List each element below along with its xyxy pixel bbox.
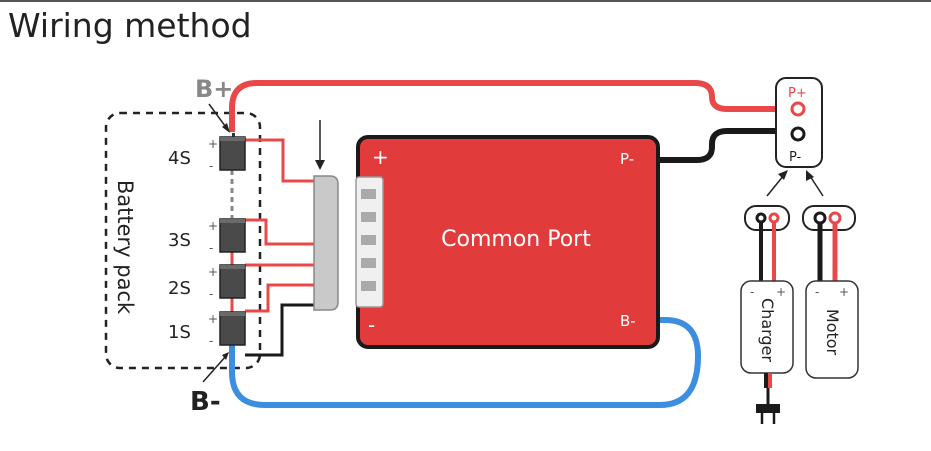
cell-2s-plus: +: [208, 265, 218, 279]
cell-1s-minus: -: [209, 334, 213, 348]
cell-label-1s: 1S: [168, 322, 191, 343]
port-p-plus: P+: [788, 86, 807, 101]
cell-4s-plus: +: [208, 137, 218, 151]
black-wire-pminus: [658, 128, 795, 163]
charger-label: Charger: [758, 298, 777, 362]
red-wire-bplus: [229, 80, 795, 132]
battery-pack-frame: [104, 111, 262, 370]
board-minus: -: [368, 313, 375, 337]
port-p-minus-terminal: [790, 126, 806, 142]
board-label: Common Port: [441, 227, 591, 252]
board-p-minus: P-: [620, 150, 634, 168]
charger-minus: -: [750, 285, 754, 299]
board-plus: +: [372, 145, 389, 169]
output-port: [775, 77, 823, 168]
cell-3s: [219, 218, 246, 253]
socket-pin-2: [361, 212, 376, 222]
cell-1s: [219, 311, 246, 346]
port-p-plus-terminal: [790, 101, 806, 117]
port-p-minus: P-: [789, 150, 802, 165]
cell-label-4s: 4S: [168, 148, 191, 169]
cell-1s-plus: +: [208, 312, 218, 326]
motor-plus: +: [839, 285, 849, 299]
b-minus-pointer: [202, 355, 227, 383]
socket-pin-1: [361, 189, 376, 199]
cell-4s-minus: -: [209, 159, 213, 173]
motor-arrow-line: [809, 175, 824, 197]
cell-label-2s: 2S: [168, 278, 191, 299]
cell-3s-minus: -: [209, 241, 213, 255]
charger-arrowhead: [778, 170, 788, 180]
b-plus-arrowhead: [222, 123, 230, 133]
motor-label: Motor: [823, 309, 842, 356]
motor-plug-pos: [828, 211, 842, 225]
motor-plug-neg: [813, 211, 827, 225]
battery-pack-label: Battery pack: [113, 180, 137, 315]
mains-plug-body: [756, 404, 780, 413]
sense-wire-4s: [245, 138, 318, 183]
board-b-minus: B-: [620, 312, 636, 330]
cell-4s: [219, 133, 246, 171]
socket-pin-5: [361, 281, 376, 291]
balance-connector: [313, 175, 339, 311]
page-title: Wiring method: [8, 6, 252, 45]
cell-2s: [219, 264, 246, 299]
sense-wire-1s: [245, 283, 318, 313]
charger-plus: +: [776, 285, 786, 299]
motor-arrowhead: [806, 170, 814, 181]
socket-pin-3: [361, 235, 376, 245]
charger-plug-neg: [755, 212, 767, 224]
sense-wire-bminus: [245, 303, 318, 357]
top-border: [0, 0, 931, 2]
charger-plug: [744, 205, 790, 231]
b-minus-arrowhead: [222, 352, 229, 360]
cell-2s-minus: -: [209, 287, 213, 301]
b-minus-label: B-: [190, 387, 221, 417]
b-plus-label: B+: [195, 75, 233, 103]
charger-arrow-line: [766, 174, 785, 197]
connector-arrowhead: [315, 160, 325, 170]
socket-pin-4: [361, 258, 376, 268]
charger-plug-pos: [768, 212, 780, 224]
sense-wire-3s: [245, 218, 318, 246]
motor-body: [805, 280, 859, 379]
motor-minus: -: [815, 285, 819, 299]
blue-wire-bminus: [229, 317, 701, 408]
cell-3s-plus: +: [208, 219, 218, 233]
cell-label-3s: 3S: [168, 230, 191, 251]
